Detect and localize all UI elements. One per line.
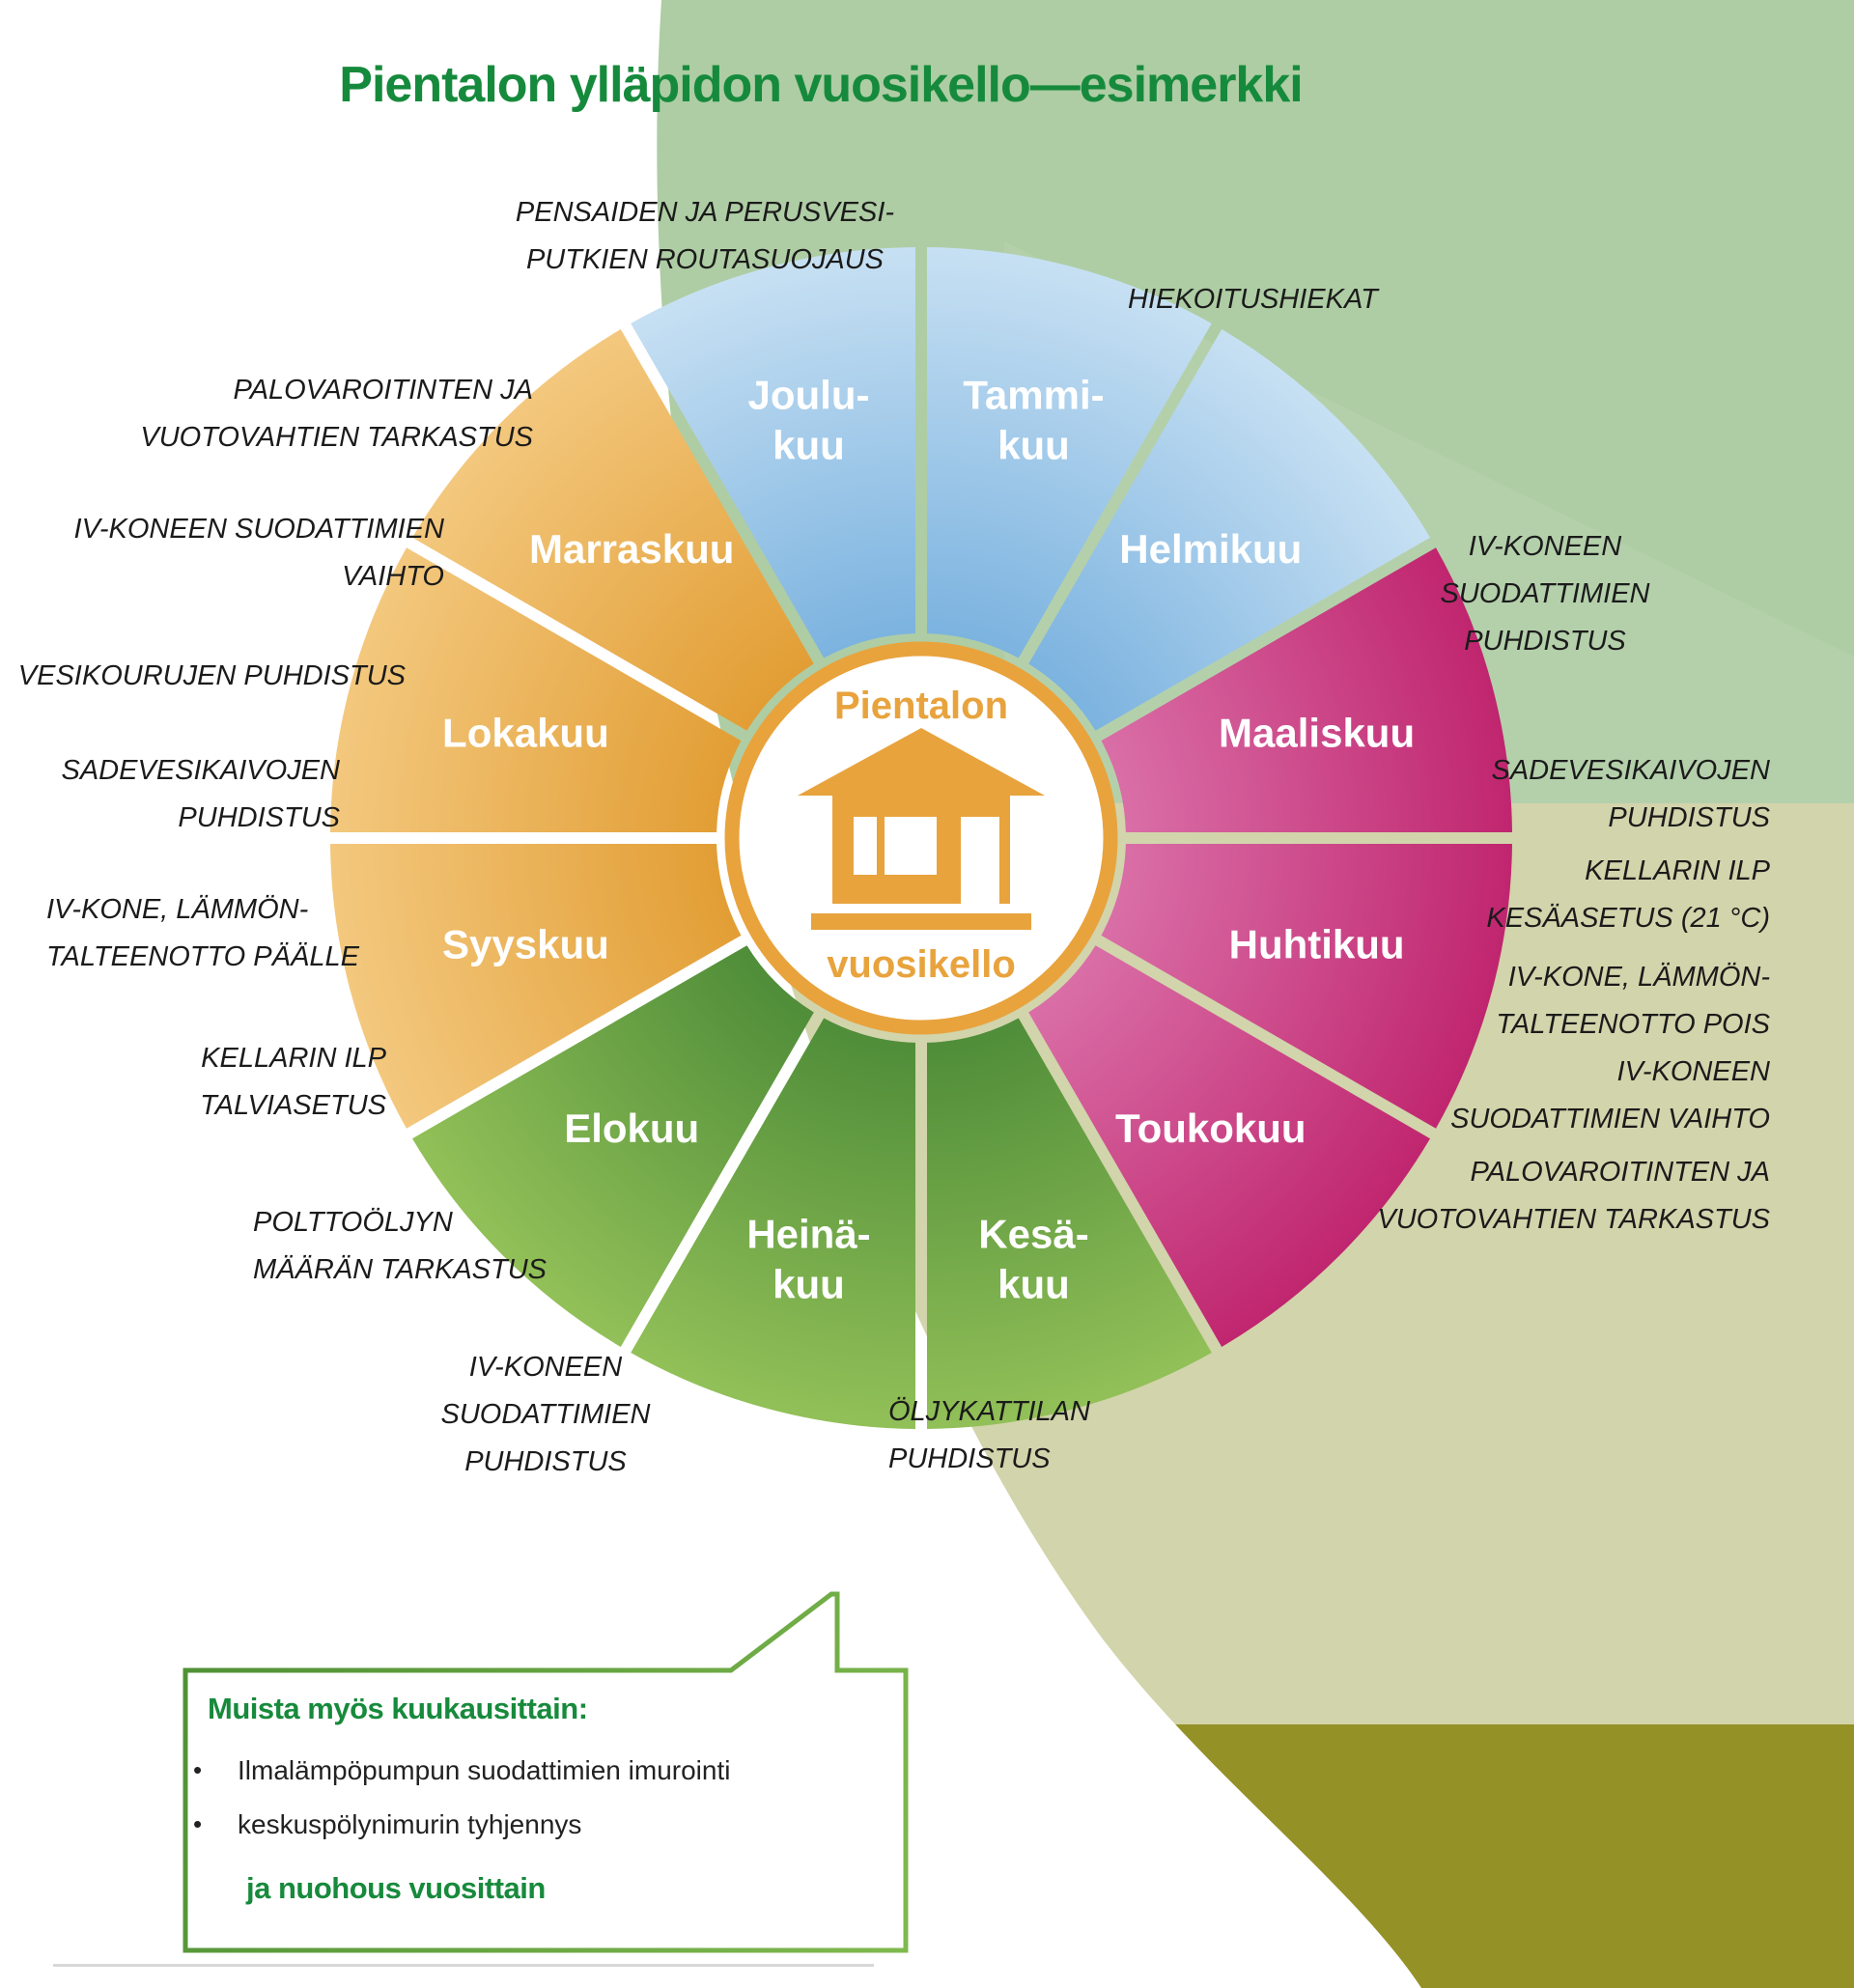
task-label-hiekoitushiekat: HIEKOITUSHIEKAT bbox=[1128, 284, 1378, 315]
task-label-suodattimien-puhdistus-helmikuu: IV-KONEEN SUODATTIMIEN PUHDISTUS bbox=[1440, 531, 1650, 657]
month-label-marraskuu: Marraskuu bbox=[529, 526, 734, 572]
month-wedge-elokuu bbox=[412, 945, 814, 1347]
bubble-item-text: keskuspölynimurin tyhjennys bbox=[238, 1809, 582, 1839]
bullet-icon: • bbox=[193, 1809, 203, 1838]
month-wedge-heinäkuu bbox=[631, 1018, 915, 1429]
bubble-item-text: Ilmalämpöpumpun suodattimien imurointi bbox=[238, 1755, 731, 1785]
task-label-suodattimien-puhdistus-heinakuu: IV-KONEEN SUODATTIMIEN PUHDISTUS bbox=[440, 1352, 651, 1477]
bubble-item: • keskuspölynimurin tyhjennys bbox=[193, 1809, 730, 1840]
task-label-suodattimien-vaihto-marraskuu: IV-KONEEN SUODATTIMIEN VAIHTO bbox=[73, 514, 444, 592]
month-wedge-helmikuu bbox=[1028, 329, 1430, 731]
bubble-list: • Ilmalämpöpumpun suodattimien imurointi… bbox=[193, 1755, 730, 1863]
task-label-palovaroittimet-toukokuu: PALOVAROITINTEN JA VUOTOVAHTIEN TARKASTU… bbox=[1377, 1157, 1770, 1235]
month-label-heinäkuu: Heinä-kuu bbox=[746, 1212, 870, 1307]
bullet-icon: • bbox=[193, 1755, 203, 1784]
task-label-vesikourut: VESIKOURUJEN PUHDISTUS bbox=[17, 660, 406, 691]
month-wedge-joulukuu bbox=[631, 247, 915, 658]
task-label-ilp-talviasetus: KELLARIN ILP TALVIASETUS bbox=[200, 1043, 386, 1121]
task-label-palovaroittimet-marraskuu: PALOVAROITINTEN JA VUOTOVAHTIEN TARKASTU… bbox=[140, 375, 533, 453]
bubble-footer: ja nuohous vuosittain bbox=[246, 1871, 546, 1905]
month-label-joulukuu: Joulu-kuu bbox=[748, 372, 870, 467]
month-label-helmikuu: Helmikuu bbox=[1119, 526, 1302, 572]
month-labels: Tammi-kuuHelmikuuMaaliskuuHuhtikuuToukok… bbox=[442, 372, 1415, 1306]
bubble-title: Muista myös kuukausittain: bbox=[208, 1692, 588, 1725]
task-label-lto-paalle: IV-KONE, LÄMMÖN- TALTEENOTTO PÄÄLLE bbox=[46, 894, 359, 972]
bottom-divider bbox=[53, 1964, 874, 1967]
task-label-sadevesikaivot-syksy: SADEVESIKAIVOJEN PUHDISTUS bbox=[61, 755, 341, 833]
task-label-sadevesikaivot-kevat: SADEVESIKAIVOJEN PUHDISTUS bbox=[1491, 755, 1771, 833]
house-icon bbox=[798, 728, 1045, 930]
month-label-maaliskuu: Maaliskuu bbox=[1219, 710, 1415, 755]
page-title: Pientalon ylläpidon vuosikello—esimerkki bbox=[339, 57, 1303, 113]
month-wedge-syyskuu bbox=[330, 844, 742, 1129]
month-wedges bbox=[330, 247, 1512, 1429]
task-label-routasuojaus: PENSAIDEN JA PERUSVESI- PUTKIEN ROUTASUO… bbox=[515, 197, 895, 275]
month-wedge-kesäkuu bbox=[927, 1018, 1212, 1429]
month-label-kesäkuu: Kesä-kuu bbox=[978, 1212, 1088, 1307]
month-wedge-toukokuu bbox=[1028, 945, 1430, 1347]
month-wedge-maaliskuu bbox=[1101, 547, 1512, 832]
task-label-polttooljy: POLTTOÖLJYN MÄÄRÄN TARKASTUS bbox=[253, 1207, 548, 1285]
task-label-suodattimien-vaihto-toukokuu: IV-KONEEN SUODATTIMIEN VAIHTO bbox=[1450, 1056, 1770, 1134]
bubble-item: • Ilmalämpöpumpun suodattimien imurointi bbox=[193, 1755, 730, 1786]
center-label-top: Pientalon bbox=[834, 685, 1008, 727]
month-label-syyskuu: Syyskuu bbox=[442, 922, 609, 967]
month-wedge-huhtikuu bbox=[1101, 844, 1512, 1129]
month-label-tammikuu: Tammi-kuu bbox=[963, 372, 1104, 467]
month-label-lokakuu: Lokakuu bbox=[442, 710, 609, 755]
month-wedge-marraskuu bbox=[412, 329, 814, 731]
task-label-ilp-kesaasetus: KELLARIN ILP KESÄASETUS (21 °C) bbox=[1486, 855, 1770, 934]
month-label-huhtikuu: Huhtikuu bbox=[1229, 922, 1405, 967]
center-label-bottom: vuosikello bbox=[827, 943, 1016, 986]
month-label-elokuu: Elokuu bbox=[564, 1106, 699, 1151]
month-wedge-tammikuu bbox=[927, 247, 1212, 658]
task-label-lto-pois: IV-KONE, LÄMMÖN- TALTEENOTTO POIS bbox=[1496, 962, 1770, 1040]
month-wedge-lokakuu bbox=[330, 547, 742, 832]
task-label-oljykattila: ÖLJYKATTILAN PUHDISTUS bbox=[888, 1396, 1090, 1474]
month-label-toukokuu: Toukokuu bbox=[1115, 1106, 1306, 1151]
